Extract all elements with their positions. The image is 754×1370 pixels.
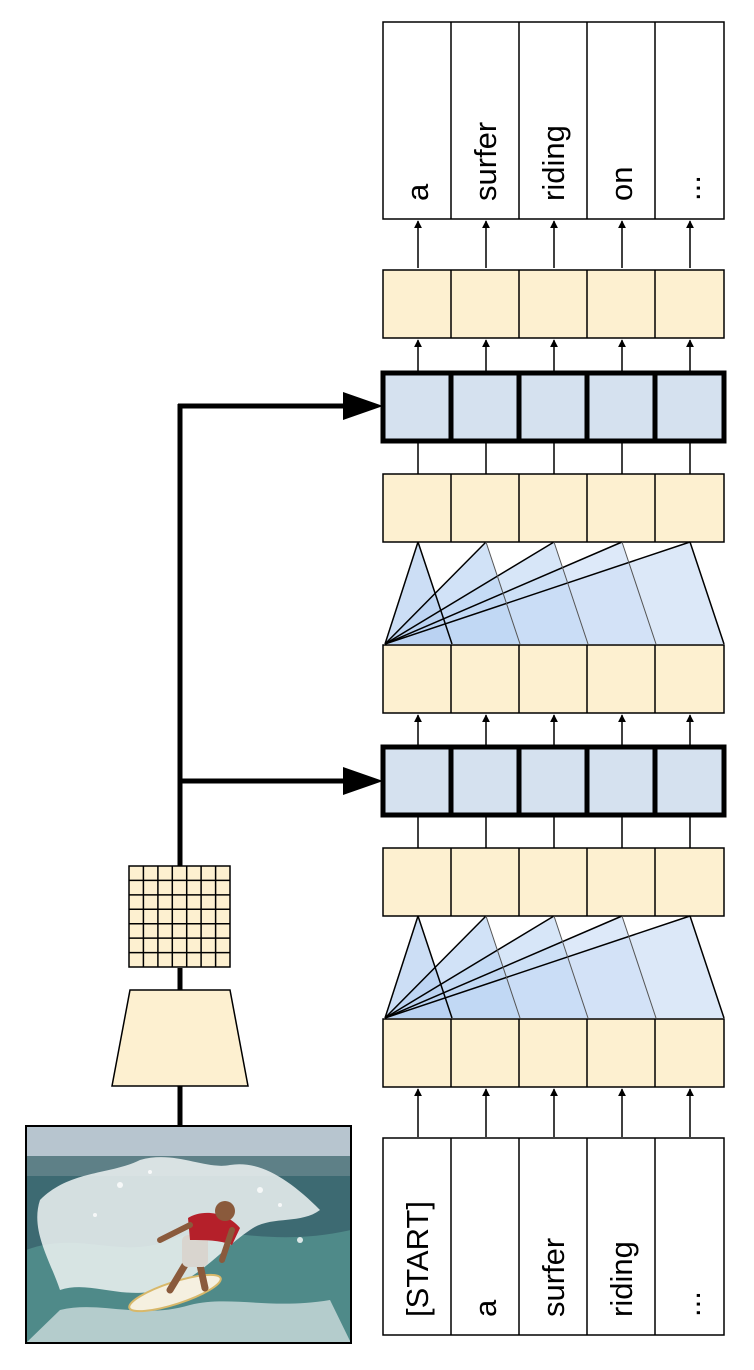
cross-attention-2-arrows: [414, 339, 694, 372]
surfer-photo-frame: [25, 1125, 352, 1344]
self-attention-1-output: [382, 847, 725, 917]
input-token: surfer: [536, 1238, 571, 1317]
cross-attention-1-arrows: [414, 714, 694, 745]
surfer-photo-icon: [26, 1126, 351, 1343]
decoder-output-layer: [382, 269, 725, 339]
output-token: a: [400, 183, 435, 201]
image-feature-grid: [128, 865, 231, 968]
output-arrows: [414, 220, 694, 268]
input-token: riding: [604, 1241, 639, 1317]
embedding-layer: [382, 1018, 725, 1088]
image-encoder: [111, 989, 249, 1087]
input-token: [START]: [400, 1201, 435, 1317]
input-token: ...: [672, 1291, 707, 1317]
output-token: surfer: [468, 122, 503, 201]
input-token: a: [468, 1299, 503, 1317]
output-token: on: [604, 167, 639, 201]
layer-connectors: [417, 817, 691, 848]
output-token-row: a surfer riding on ...: [382, 21, 725, 220]
output-token: riding: [536, 125, 571, 201]
image-feature-connectors: [177, 392, 383, 1126]
output-token: ...: [672, 175, 707, 201]
input-token-row: [START] a surfer riding ...: [382, 1137, 725, 1336]
self-attention-2-output: [382, 473, 725, 543]
causal-attention-fan-2: [384, 541, 725, 645]
layer-connectors: [417, 443, 691, 474]
cross-attention-layer-2: [380, 370, 727, 444]
causal-attention-fan-1: [384, 915, 725, 1019]
input-arrows: [414, 1088, 694, 1137]
cross-attention-layer-1: [380, 744, 727, 818]
self-attention-2-input: [382, 644, 725, 714]
